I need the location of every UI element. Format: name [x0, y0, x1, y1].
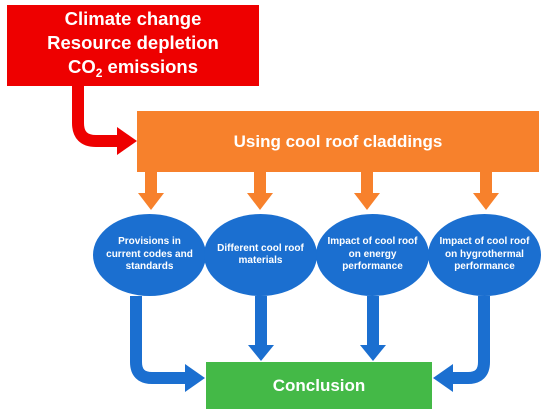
topic-label: Impact of cool roof on energy performanc… [327, 236, 418, 273]
cool-roof-label: Using cool roof claddings [233, 131, 443, 151]
blue-arrow-2 [248, 296, 274, 361]
blue-bent-arrow-left [130, 296, 186, 384]
topic-label: Impact of cool roof on hygrothermal perf… [439, 236, 530, 273]
co2-subscript: 2 [95, 65, 103, 80]
orange-arrow-2 [247, 172, 273, 210]
topic-energy: Impact of cool roof on energy performanc… [316, 214, 429, 296]
blue-arrow-head-left [185, 364, 205, 392]
conclusion-box: Conclusion [206, 362, 432, 409]
blue-bent-arrow-right [452, 296, 490, 384]
drivers-box: Climate change Resource depletion CO2 em… [7, 5, 259, 86]
cool-roof-box: Using cool roof claddings [137, 111, 539, 172]
topic-hygrothermal: Impact of cool roof on hygrothermal perf… [428, 214, 541, 296]
blue-arrow-3 [360, 296, 386, 361]
drivers-line-3: CO2 emissions [68, 55, 198, 85]
orange-arrow-1 [138, 172, 164, 210]
red-bent-arrow [72, 86, 118, 147]
topic-codes-standards: Provisions in current codes and standard… [93, 214, 206, 296]
co2-text: CO [67, 55, 96, 77]
emissions-text: emissions [102, 55, 199, 77]
drivers-line-1: Climate change [64, 7, 202, 29]
topic-label: Different cool roof materials [217, 242, 304, 267]
drivers-line-2: Resource depletion [47, 31, 219, 53]
conclusion-label: Conclusion [272, 375, 366, 395]
topic-label: Provisions in current codes and standard… [106, 236, 193, 273]
red-arrow-head [117, 127, 137, 155]
orange-arrow-3 [354, 172, 380, 210]
orange-arrow-4 [473, 172, 499, 210]
blue-arrow-head-right [433, 364, 453, 392]
topic-materials: Different cool roof materials [204, 214, 317, 296]
